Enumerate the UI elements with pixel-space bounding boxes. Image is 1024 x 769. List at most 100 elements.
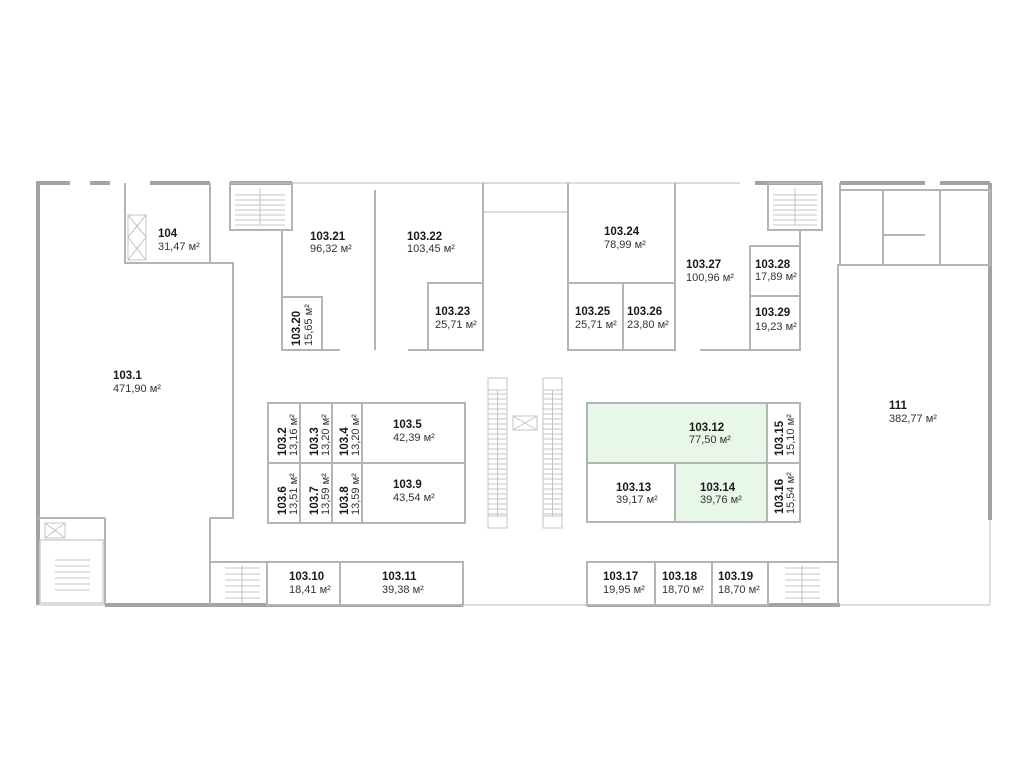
- stair-top-left: [235, 188, 285, 226]
- room-number: 103.8: [339, 486, 351, 515]
- room-area: 13,51 м²: [288, 473, 300, 515]
- room-area: 17,89 м²: [755, 271, 797, 283]
- room-103-12-area[interactable]: [586, 402, 768, 464]
- room-number: 103.1: [113, 370, 142, 382]
- room-number: 103.22: [407, 231, 442, 243]
- room-area: 96,32 м²: [310, 243, 352, 255]
- room-103-5[interactable]: 103.542,39 м²: [393, 419, 435, 444]
- room-area: 18,41 м²: [289, 584, 331, 596]
- room-area: 39,17 м²: [616, 494, 658, 506]
- room-number: 103.24: [604, 226, 640, 238]
- room-number: 103.20: [291, 311, 303, 346]
- stair-bottom-left: [225, 565, 260, 603]
- room-number: 103.6: [277, 486, 289, 515]
- room-103-9[interactable]: 103.943,54 м²: [393, 479, 435, 504]
- room-area: 103,45 м²: [407, 243, 455, 255]
- room-area: 19,23 м²: [755, 321, 797, 333]
- room-number: 103.2: [277, 427, 289, 456]
- room-area: 13,16 м²: [288, 414, 300, 456]
- room-number: 103.25: [575, 306, 611, 318]
- room-area: 18,70 м²: [662, 584, 704, 596]
- room-area: 19,95 м²: [603, 584, 645, 596]
- room-number: 103.29: [755, 307, 790, 319]
- central-rooms: [266, 245, 801, 606]
- room-number: 103.4: [339, 427, 351, 456]
- stair-left-lower: [39, 522, 104, 604]
- room-area: 31,47 м²: [158, 241, 200, 253]
- room-number: 103.17: [603, 571, 638, 583]
- room-area: 43,54 м²: [393, 492, 435, 504]
- room-number: 103.9: [393, 479, 422, 491]
- room-number: 103.26: [627, 306, 662, 318]
- room-area: 382,77 м²: [889, 413, 937, 425]
- room-area: 15,10 м²: [785, 414, 797, 456]
- room-number: 103.16: [774, 479, 786, 514]
- stair-bottom-right: [785, 565, 820, 603]
- escalator-left: [487, 377, 508, 529]
- room-area: 15,54 м²: [785, 472, 797, 514]
- room-number: 103.12: [689, 422, 724, 434]
- room-area: 25,71 м²: [575, 319, 617, 331]
- room-number: 103.18: [662, 571, 698, 583]
- room-number: 103.21: [310, 231, 346, 243]
- room-area: 39,38 м²: [382, 584, 424, 596]
- room-area: 39,76 м²: [700, 494, 742, 506]
- room-area: 42,39 м²: [393, 432, 435, 444]
- room-number: 103.5: [393, 419, 422, 431]
- room-number: 103.19: [718, 571, 753, 583]
- elevator-icon: [127, 214, 147, 261]
- room-area: 13,20 м²: [320, 414, 332, 456]
- room-number: 103.7: [309, 486, 321, 515]
- room-area: 13,20 м²: [350, 414, 362, 456]
- room-area: 77,50 м²: [689, 434, 731, 446]
- room-number: 103.23: [435, 306, 470, 318]
- stair-top-right: [773, 188, 817, 226]
- elevator-icon: [512, 415, 538, 431]
- room-103-29[interactable]: 103.29 19,23 м²: [755, 307, 797, 333]
- room-number: 103.11: [382, 571, 417, 583]
- room-area: 18,70 м²: [718, 584, 760, 596]
- stairs: [39, 188, 820, 604]
- room-number: 103.10: [289, 571, 324, 583]
- escalator-steps: [542, 377, 563, 529]
- room-number: 104: [158, 228, 178, 240]
- room-103-14-area[interactable]: [674, 462, 768, 523]
- room-area: 23,80 м²: [627, 319, 669, 331]
- room-number: 103.13: [616, 482, 651, 494]
- room-number: 103.27: [686, 259, 721, 271]
- room-number: 111: [889, 400, 908, 412]
- room-number: 103.14: [700, 482, 736, 494]
- room-area: 25,71 м²: [435, 319, 477, 331]
- room-number: 103.28: [755, 259, 791, 271]
